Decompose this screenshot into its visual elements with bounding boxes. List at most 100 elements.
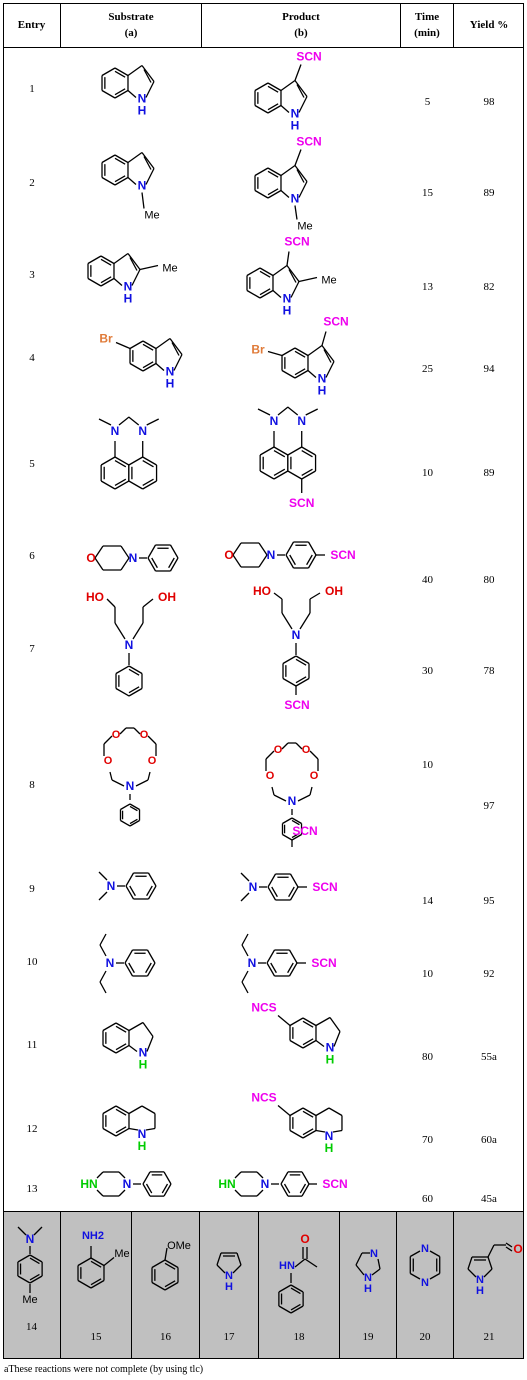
compound-21: NHO [467,1242,523,1297]
bond [259,267,274,277]
atom-label: H [138,104,147,118]
bond [161,1183,169,1194]
entry-7: 7 [29,643,35,655]
bond [294,149,302,166]
entry-11: 11 [26,1039,38,1051]
bond [135,779,149,787]
bond [273,449,286,458]
atom-label: N [111,424,120,438]
bond [286,251,290,266]
bond [29,1273,40,1281]
bond [302,1017,317,1027]
bond [118,1171,126,1179]
compound-19-label: 19 [362,1331,374,1343]
bond [127,151,143,164]
atom-label: SCN [296,135,321,149]
atom-label: Me [22,1294,37,1306]
bond [280,1171,289,1185]
atom-label: SCN [322,1177,347,1191]
bond [241,970,249,983]
bond [127,177,137,185]
bond [241,933,249,946]
bond [94,545,104,559]
bond [99,981,107,994]
bond [286,265,300,282]
bond [118,1189,126,1197]
atom-label: NCS [251,1001,276,1015]
bond [29,1254,43,1263]
bond [124,962,134,977]
atom-label: N [267,548,276,562]
bond [254,104,269,114]
time-2: 15 [422,187,433,199]
time-6: 40 [422,574,433,586]
bond [294,368,306,376]
yield-9: 95 [483,895,495,907]
bond [256,1171,264,1179]
bond [151,1281,166,1291]
compound-14-label: 14 [26,1321,37,1333]
bond [120,545,130,559]
bond [333,1031,341,1047]
bond [287,406,299,416]
time-13: 60 [422,1193,433,1205]
bond [120,803,131,811]
bond [467,1256,473,1270]
bond [302,1020,314,1028]
bond [147,885,157,900]
bond [102,1127,117,1137]
bond [155,337,171,350]
bond [141,65,155,82]
bond [128,668,140,676]
bond [271,886,278,898]
bond [100,480,116,490]
bond [328,1107,343,1117]
atom-label: NH2 [82,1230,104,1242]
bond [142,1171,151,1185]
bond [101,154,116,164]
atom-label: O [513,1242,522,1256]
indoline-substrate: NH [102,1021,154,1072]
bond [141,192,145,209]
yield-12: 60a [481,1134,497,1146]
bond [232,542,242,556]
bond [285,554,295,569]
atom-label: HN [80,1177,97,1191]
bond [429,1250,441,1258]
yield-8: 97 [483,800,495,812]
header-product: Product(b) [202,3,401,47]
bond [329,1017,341,1032]
bond [236,1252,242,1266]
atom-label: N [297,414,306,428]
bond [128,1127,139,1131]
bond [309,592,321,600]
bond [282,655,297,665]
bond [273,470,289,480]
yield-7: 78 [483,665,495,677]
bond [270,962,277,974]
bond [289,1017,304,1027]
bond [294,165,308,182]
bond [114,622,126,640]
bond [115,1126,127,1134]
bond [289,873,299,888]
atom-label: Me [321,275,336,287]
footnote: aThese reactions were not complete (by u… [4,1364,204,1375]
atom-label: H [476,1285,484,1297]
atom-label: Me [114,1248,129,1260]
bond [291,833,302,841]
bond [296,169,305,183]
bond [307,554,317,569]
bond [129,257,138,271]
bond [283,1183,291,1194]
compound-18: OHN [278,1232,318,1314]
bond [129,340,144,350]
atom-label: HO [86,590,104,604]
bond [289,1129,304,1139]
bond [332,1129,343,1133]
n,n-dimethylaniline-substrate: N [98,871,157,901]
bond [234,1189,242,1197]
